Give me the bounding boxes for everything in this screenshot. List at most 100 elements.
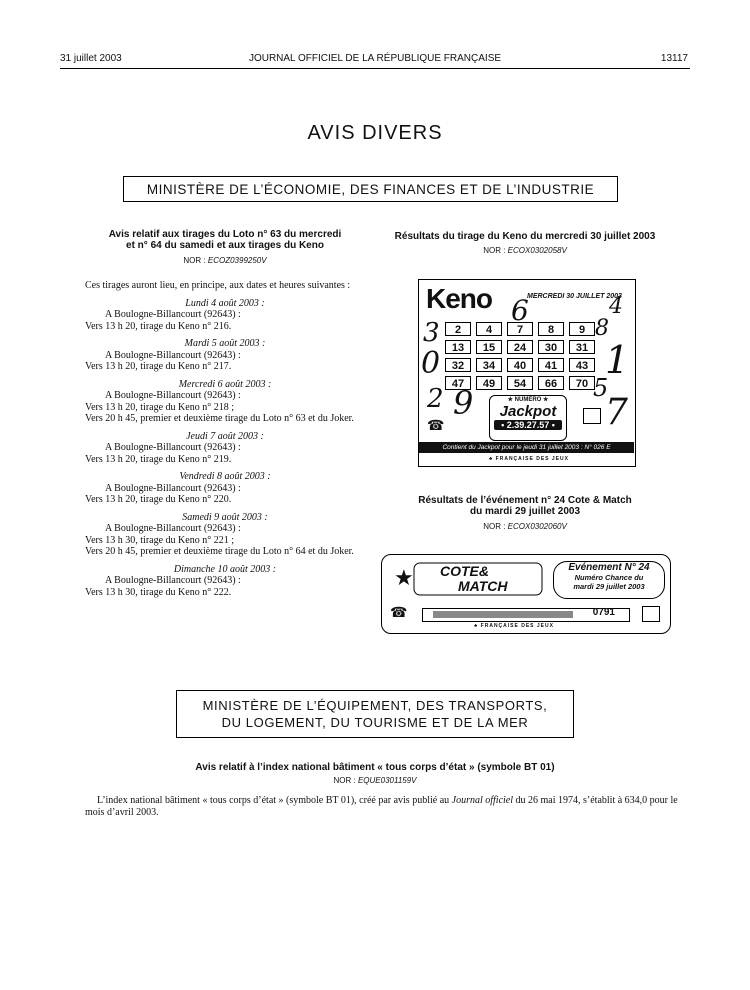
- bt-text-journal: Journal officiel: [451, 795, 514, 806]
- cote-match-title-line1: Résultats de l’événement n° 24 Cote & Ma…: [418, 495, 632, 506]
- decor-numeral: 4: [609, 294, 623, 319]
- schedule-day: Vendredi 8 août 2003 :: [179, 471, 271, 482]
- nor-code: ECOZ0399250V: [207, 256, 267, 265]
- schedule-day: Dimanche 10 août 2003 :: [173, 563, 277, 575]
- keno-number-cell: 49: [476, 376, 502, 390]
- loto-title-line1: Avis relatif aux tirages du Loto n° 63 d…: [108, 229, 342, 240]
- schedule-day: Samedi 9 août 2003 :: [182, 511, 268, 523]
- schedule-line: Vers 13 h 20, tirage du Keno n° 219.: [85, 453, 232, 465]
- clover-icon: ♣: [474, 623, 479, 629]
- keno-number-cell: 70: [569, 376, 595, 390]
- decor-numeral: 8: [595, 316, 609, 341]
- keno-number-cell: 54: [507, 376, 533, 390]
- header-rule: [60, 68, 690, 69]
- nor-code: ECOX0302060V: [507, 522, 567, 531]
- schedule-place: A Boulogne-Billancourt (92643) :: [105, 442, 241, 453]
- jackpot-word: Jackpot: [499, 403, 557, 420]
- loto-title-line2: et n° 64 du samedi et aux tirages du Ken…: [126, 240, 324, 251]
- keno-number-cell: 43: [569, 358, 595, 372]
- fdj-label: ♣ FRANÇAISE DES JEUX: [489, 456, 569, 462]
- fdj-text: FRANÇAISE DES JEUX: [480, 623, 554, 629]
- decor-numeral: 0: [421, 346, 441, 381]
- keno-number-cell: 24: [507, 340, 533, 354]
- ministry2-line2: DU LOGEMENT, DU TOURISME ET DE LA MER: [221, 715, 529, 730]
- nor-code: EQUE0301159V: [357, 776, 417, 785]
- phone-icon: ☎: [427, 419, 445, 434]
- keno-number-cell: 4: [476, 322, 502, 336]
- chance-strip: 0791: [422, 607, 630, 622]
- keno-number-cell: 47: [445, 376, 471, 390]
- schedule-line: Vers 13 h 30, tirage du Keno n° 221 ;: [85, 534, 234, 546]
- keno-nor: NOR : ECOX0302058V: [370, 246, 680, 255]
- schedule-line: Vers 13 h 20, tirage du Keno n° 220.: [85, 494, 232, 505]
- bt-nor: NOR : EQUE0301159V: [85, 776, 665, 785]
- schedule-day: Mercredi 6 août 2003 :: [178, 378, 272, 390]
- loto-notice-title: Avis relatif aux tirages du Loto n° 63 d…: [85, 229, 365, 251]
- nor-label: NOR :: [183, 256, 206, 265]
- schedule-place: A Boulogne-Billancourt (92643) :: [105, 349, 241, 361]
- schedule-day: Lundi 4 août 2003 :: [185, 297, 265, 309]
- schedule-place: A Boulogne-Billancourt (92643) :: [105, 523, 241, 534]
- jackpot-number: • 2.39.27.57 •: [494, 420, 562, 430]
- keno-number-cell: 34: [476, 358, 502, 372]
- keno-number-cell: 2: [445, 322, 471, 336]
- keno-number-cell: 7: [507, 322, 533, 336]
- header-journal: JOURNAL OFFICIEL DE LA RÉPUBLIQUE FRANÇA…: [248, 53, 502, 64]
- nor-code: ECOX0302058V: [507, 246, 567, 255]
- schedule-line: Vers 13 h 20, tirage du Keno n° 218 ;: [85, 401, 234, 413]
- decor-numeral: 2: [427, 384, 444, 414]
- schedule-day: Mardi 5 août 2003 :: [184, 338, 266, 349]
- event-date: mardi 29 juillet 2003: [573, 582, 645, 591]
- cote-match-logo: COTE& MATCH: [412, 561, 544, 597]
- schedule-place: A Boulogne-Billancourt (92643) :: [105, 575, 241, 586]
- nor-label: NOR :: [483, 522, 506, 531]
- decor-numeral: 9: [453, 384, 474, 422]
- fdj-label: ♣ FRANÇAISE DES JEUX: [474, 623, 554, 629]
- schedule-day: Jeudi 7 août 2003 :: [186, 430, 264, 442]
- nor-label: NOR :: [333, 776, 356, 785]
- logo-line1: COTE&: [440, 563, 489, 579]
- keno-number-cell: 30: [538, 340, 564, 354]
- strip-text-block: [433, 611, 573, 618]
- schedule-line: Vers 20 h 45, premier et deuxième tirage…: [85, 413, 354, 424]
- bt-text-part2: du 26 mai 1974, s’établit à 634,0 pour l…: [85, 795, 678, 818]
- keno-number-cell: 41: [538, 358, 564, 372]
- header-page-number: 13117: [660, 53, 688, 64]
- event-number: Evénement N° 24: [568, 562, 650, 573]
- fdj-text: FRANÇAISE DES JEUX: [495, 456, 569, 462]
- jackpot-box: ★ NUMÉRO ★ Jackpot • 2.39.27.57 •: [489, 395, 567, 441]
- page-title: AVIS DIVERS: [307, 122, 443, 144]
- schedule-place: A Boulogne-Billancourt (92643) :: [105, 482, 241, 494]
- cote-match-title: Résultats de l’événement n° 24 Cote & Ma…: [370, 495, 680, 517]
- cote-match-nor: NOR : ECOX0302060V: [370, 522, 680, 531]
- keno-info-bar: Contient du Jackpot pour le jeudi 31 jui…: [419, 442, 634, 453]
- minitel-icon: [583, 408, 601, 424]
- loto-schedule: Ces tirages auront lieu, en principe, au…: [85, 280, 365, 598]
- schedule-place: A Boulogne-Billancourt (92643) :: [105, 390, 241, 401]
- decor-numeral: 1: [605, 338, 630, 382]
- keno-number-cell: 66: [538, 376, 564, 390]
- chance-label: Numéro Chance du: [574, 573, 644, 582]
- chance-number: 0791: [592, 607, 615, 618]
- star-icon: ★: [394, 565, 414, 590]
- schedule-intro: Ces tirages auront lieu, en principe, au…: [85, 280, 351, 291]
- bt-notice-title: Avis relatif à l’index national bâtiment…: [195, 762, 555, 773]
- keno-number-cell: 8: [538, 322, 564, 336]
- decor-numeral: 6: [511, 294, 529, 327]
- phone-icon: ☎: [390, 606, 408, 621]
- schedule-line: Vers 13 h 20, tirage du Keno n° 216.: [85, 320, 232, 332]
- bt-text-part1: L’index national bâtiment « tous corps d…: [97, 795, 450, 806]
- keno-number-cell: 32: [445, 358, 471, 372]
- bt-notice-text: L’index national bâtiment « tous corps d…: [85, 795, 685, 819]
- event-box: Evénement N° 24 Numéro Chance du mardi 2…: [553, 561, 665, 599]
- ministry-economy-box: MINISTÈRE DE L’ÉCONOMIE, DES FINANCES ET…: [123, 176, 618, 202]
- keno-number-cell: 13: [445, 340, 471, 354]
- schedule-line: Vers 13 h 20, tirage du Keno n° 217.: [85, 361, 232, 372]
- jackpot-label: ★ NUMÉRO ★: [507, 397, 549, 403]
- clover-icon: ♣: [489, 456, 494, 462]
- nor-label: NOR :: [483, 246, 506, 255]
- header-date: 31 juillet 2003: [60, 53, 122, 64]
- schedule-place: A Boulogne-Billancourt (92643) :: [105, 309, 241, 320]
- minitel-icon: [642, 606, 660, 622]
